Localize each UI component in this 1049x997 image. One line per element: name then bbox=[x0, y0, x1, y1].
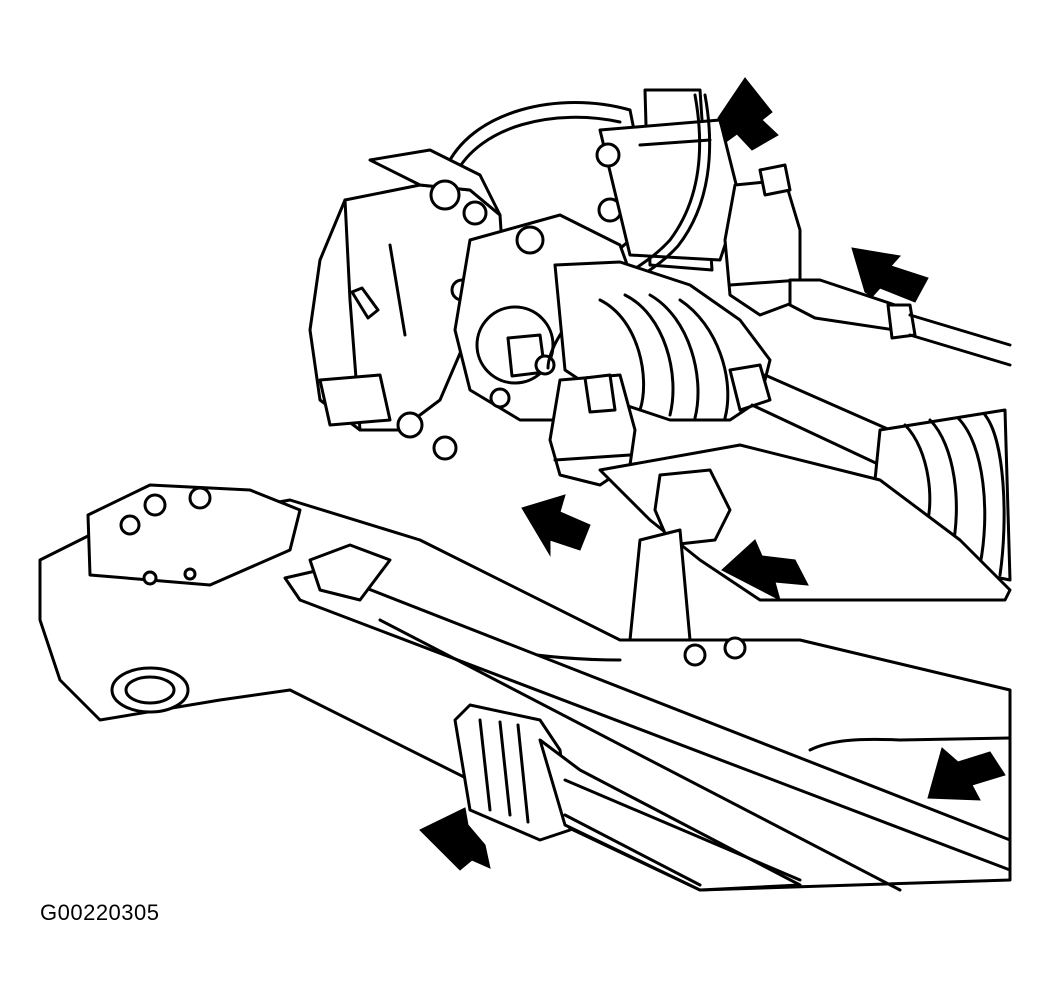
brake-caliper bbox=[308, 148, 507, 461]
arrow-icon bbox=[521, 494, 591, 557]
arrow-icon bbox=[927, 747, 1006, 801]
lower-control-arm bbox=[598, 443, 1012, 652]
upper-tie-rod-end bbox=[723, 163, 1012, 367]
arrow-icon bbox=[419, 807, 491, 871]
stabilizer-bar bbox=[283, 543, 1012, 892]
drive-shaft bbox=[750, 373, 892, 467]
arrow-icon bbox=[721, 539, 809, 601]
arrow-icon bbox=[717, 77, 779, 151]
arrow-icon bbox=[851, 247, 929, 303]
indicator-arrows bbox=[419, 77, 1006, 871]
steering-rack bbox=[453, 703, 802, 892]
figure-code: G00220305 bbox=[40, 900, 160, 925]
strut bbox=[595, 88, 742, 272]
